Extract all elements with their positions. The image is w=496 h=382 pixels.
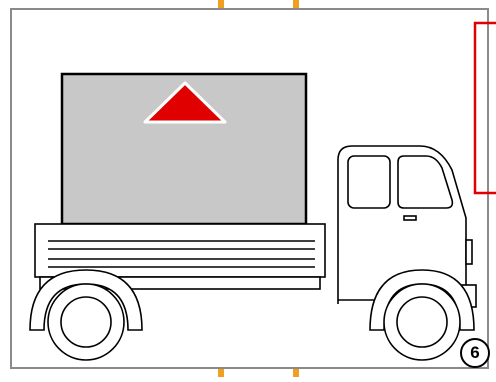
- door-handle: [404, 216, 416, 220]
- red-callout-box: [475, 23, 496, 193]
- guide-mark-bottom-right: [293, 369, 299, 377]
- cab-window-rear: [348, 156, 390, 208]
- guide-mark-bottom-left: [218, 369, 224, 377]
- guide-mark-top-right: [293, 0, 299, 8]
- front-wheel-rim: [397, 297, 447, 347]
- page-number-badge: 6: [460, 338, 490, 368]
- side-mirror: [466, 240, 472, 264]
- guide-mark-top-left: [218, 0, 224, 8]
- truck-bed: [35, 224, 325, 277]
- rear-wheel-rim: [61, 297, 111, 347]
